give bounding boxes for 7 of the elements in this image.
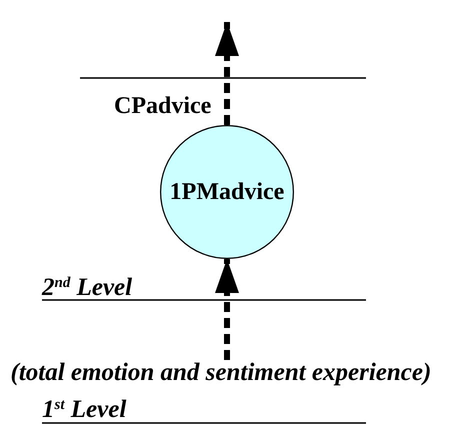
level-label: 1$^{st}$ Level: [42, 397, 126, 423]
dashed-arrow: [215, 259, 239, 360]
level-label: 2$^{nd}$ Level: [42, 275, 132, 301]
source-text: (total emotion and sentiment experience): [10, 360, 432, 386]
circle-node: [160, 125, 294, 259]
dashed-arrow: [215, 22, 239, 125]
node-label: 1PMadvice: [170, 178, 284, 206]
